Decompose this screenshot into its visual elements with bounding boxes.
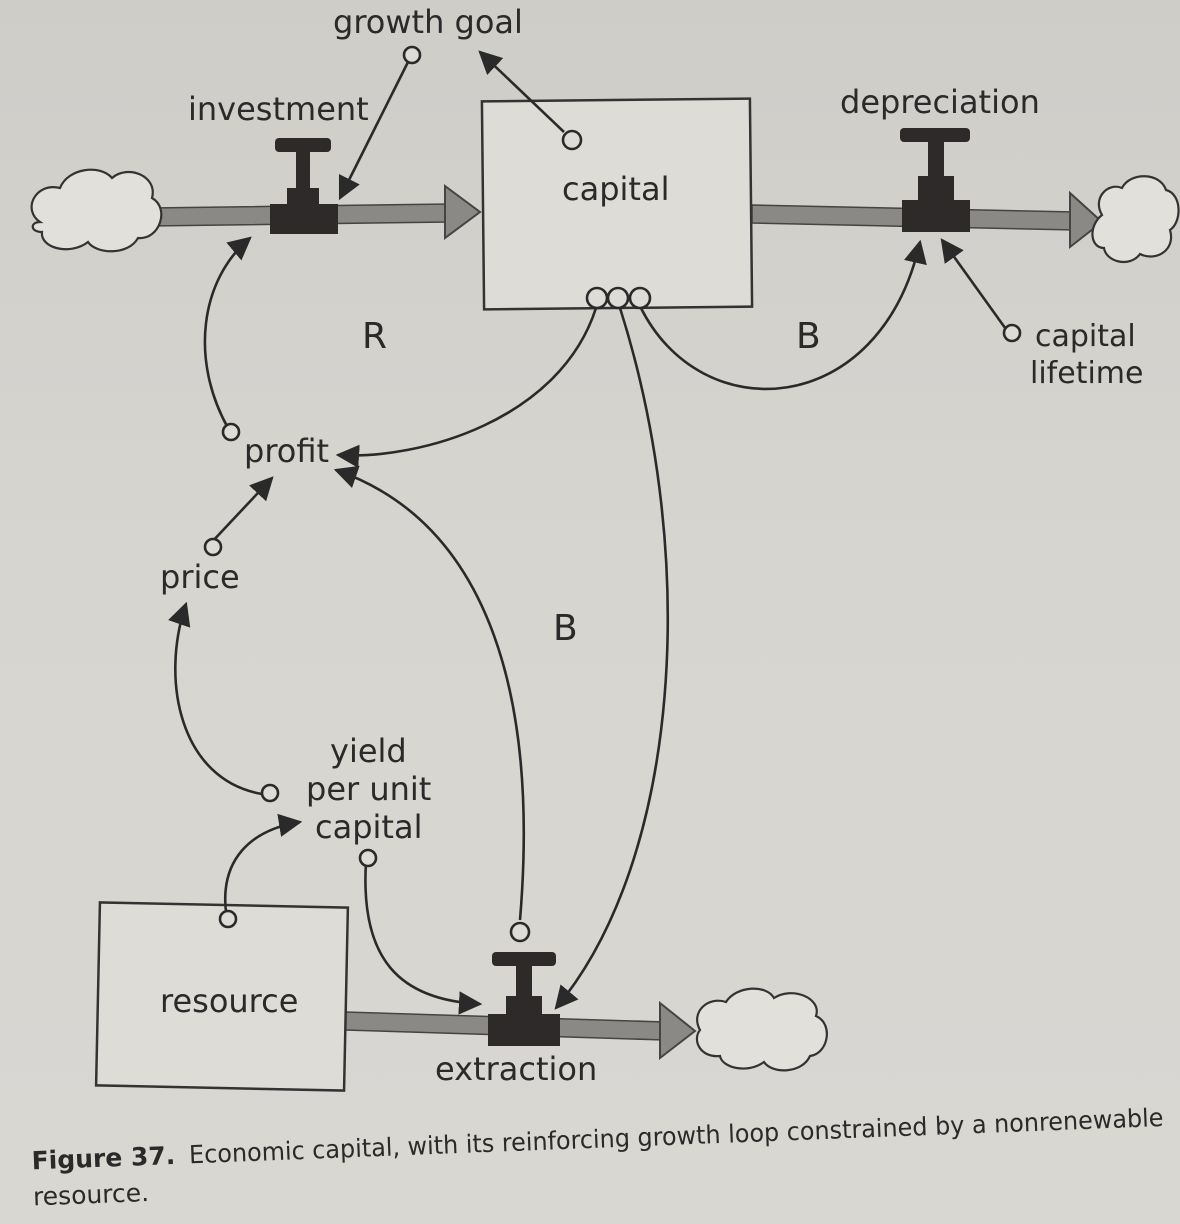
resource-stock (94, 901, 350, 1092)
profit-origin-circle (221, 422, 241, 442)
capital-origin-circle-3 (628, 286, 652, 310)
svg-text:Figure 37. Economic capi: Figure 37. Economic capital, with its re… (31, 1103, 1164, 1175)
link-capital-to-growth-goal (478, 50, 565, 133)
capital-lifetime-label-line2: lifetime (1030, 356, 1143, 391)
balancing-loop-depreciation-label: B (796, 316, 821, 357)
reinforcing-loop-label: R (362, 316, 387, 357)
capital-origin-circle-1 (585, 286, 609, 310)
caption-figure-number: Figure 37. (31, 1141, 176, 1175)
resource-origin-circle (218, 909, 238, 929)
link-capital-to-extraction (554, 307, 670, 1010)
link-resource-to-yield (223, 813, 303, 913)
capital-label: capital (562, 170, 669, 208)
link-capital-to-profit (335, 307, 598, 468)
yield-label-line3: capital (315, 808, 422, 846)
resource-label: resource (160, 982, 298, 1020)
source-cloud-left (30, 168, 163, 253)
caption-text-line2: resource. (32, 1178, 149, 1211)
extraction-valve-icon (488, 952, 560, 1046)
yield-label-line2: per unit (306, 770, 431, 808)
investment-valve-icon (270, 138, 338, 234)
link-yield-to-price (168, 601, 263, 796)
yield-origin-circle (260, 783, 280, 803)
sink-cloud-bottom (695, 987, 828, 1072)
extraction-label: extraction (435, 1050, 597, 1088)
depreciation-label: depreciation (840, 83, 1040, 121)
link-extraction-to-profit (333, 465, 526, 921)
profit-label: profit (244, 432, 329, 470)
investment-label: investment (188, 90, 369, 128)
link-growth-goal-to-investment (338, 61, 410, 201)
yield-origin-circle-2 (358, 848, 378, 868)
extraction-origin-circle (509, 921, 531, 943)
growth-goal-label: growth goal (333, 3, 523, 41)
sink-cloud-right (1091, 175, 1180, 264)
link-yield-to-extraction (364, 861, 483, 1015)
link-profit-to-investment (203, 236, 252, 429)
link-capital-to-depreciation (638, 239, 927, 391)
balancing-loop-resource-label: B (553, 608, 578, 649)
capital-lifetime-label-line1: capital (1035, 319, 1136, 354)
figure-caption: Figure 37. Economic capital, with its re… (31, 1103, 1164, 1211)
depreciation-valve-icon (900, 128, 970, 232)
capital-origin-circle-2 (606, 286, 630, 310)
price-label: price (160, 558, 240, 596)
growth-goal-origin-circle (402, 45, 422, 65)
capital-origin-circle-top (561, 129, 583, 151)
price-origin-circle (203, 537, 223, 557)
yield-label-line1: yield (330, 732, 407, 770)
capital-lifetime-origin-circle (1002, 323, 1022, 343)
link-capital-lifetime-to-depreciation (940, 238, 1010, 333)
link-price-to-profit (209, 476, 274, 545)
caption-text-line1: Economic capital, with its reinforcing g… (189, 1103, 1164, 1169)
